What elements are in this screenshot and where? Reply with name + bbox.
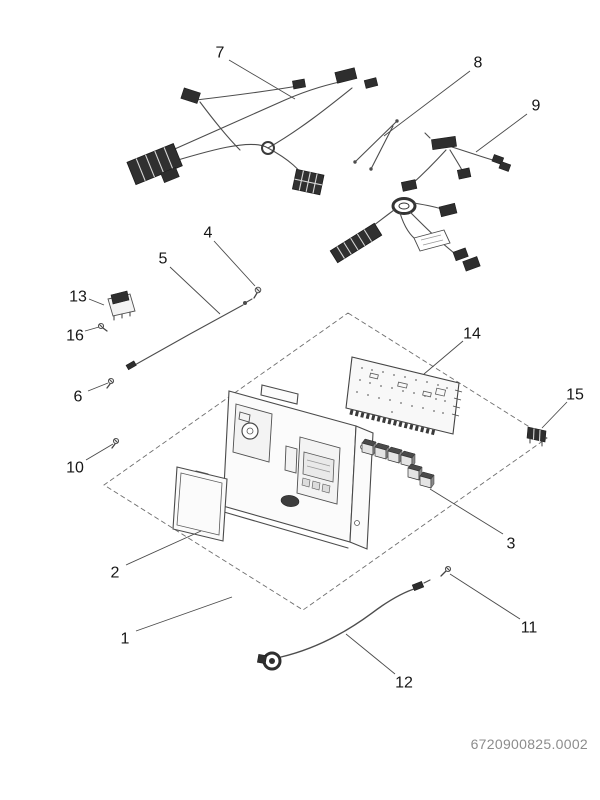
callout-7-label: 7 xyxy=(216,45,225,62)
screw-4 xyxy=(253,286,262,299)
cable-8 xyxy=(353,119,399,171)
callout-13-label: 13 xyxy=(69,289,87,306)
dashed-assembly-outline xyxy=(103,312,548,611)
callout-2-label: 2 xyxy=(111,565,120,582)
wiring-harness-7 xyxy=(126,67,379,196)
screw-11 xyxy=(440,565,452,577)
callout-4-leader xyxy=(213,240,256,287)
callout-16-leader xyxy=(84,326,100,332)
callout-9-label: 9 xyxy=(532,98,541,115)
cover-panel-2 xyxy=(172,466,228,542)
callout-15-leader xyxy=(541,401,568,429)
callout-5-label: 5 xyxy=(159,251,168,268)
callout-13-leader xyxy=(88,298,105,306)
wiring-harness-9 xyxy=(400,132,512,192)
callout-11-label: 11 xyxy=(521,620,538,637)
screw-6 xyxy=(106,377,115,389)
callout-8-label: 8 xyxy=(474,55,483,72)
sensor-cable-5 xyxy=(125,298,253,371)
callout-3-leader xyxy=(429,488,504,535)
callout-6-leader xyxy=(87,382,109,392)
callout-12-leader xyxy=(345,633,396,675)
connector-blocks-3 xyxy=(361,438,435,489)
callout-5-leader xyxy=(169,266,221,315)
callout-12-label: 12 xyxy=(395,675,413,692)
callout-11-leader xyxy=(449,573,521,620)
screw-16 xyxy=(97,322,108,332)
callout-10-leader xyxy=(85,443,114,461)
callout-15-label: 15 xyxy=(566,387,584,404)
callout-14-label: 14 xyxy=(463,326,481,343)
callout-1-label: 1 xyxy=(121,631,130,648)
callout-16-label: 16 xyxy=(66,328,84,345)
callout-1-leader xyxy=(135,596,233,632)
cable-12 xyxy=(257,579,431,671)
circuit-board-14 xyxy=(345,356,463,436)
figure-number: 6720900825.0002 xyxy=(470,736,588,752)
connector-15 xyxy=(526,426,547,447)
screw-10 xyxy=(111,437,120,449)
control-panel-assembly xyxy=(222,384,374,550)
callout-7-leader xyxy=(228,59,296,100)
callout-6-label: 6 xyxy=(74,389,83,406)
callout-4-label: 4 xyxy=(204,225,213,242)
callout-9-leader xyxy=(475,113,528,153)
callout-10-label: 10 xyxy=(66,460,84,477)
callout-14-leader xyxy=(423,340,464,375)
callout-3-label: 3 xyxy=(507,536,516,553)
wiring-harness-ring xyxy=(329,197,481,272)
callout-2-leader xyxy=(125,530,202,566)
switch-13 xyxy=(107,290,136,321)
callout-8-leader xyxy=(383,70,471,137)
